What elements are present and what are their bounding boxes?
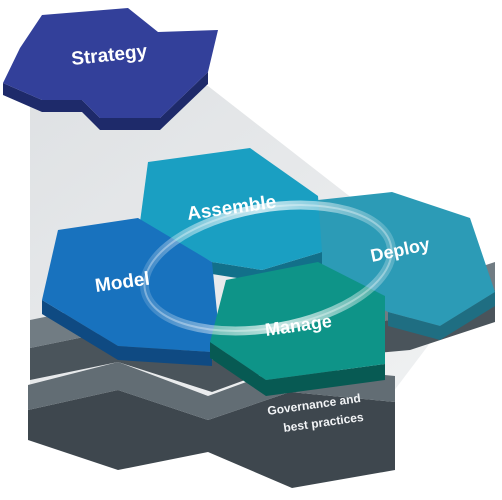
strategy-block: Strategy: [3, 8, 218, 130]
strategy-block-side: [3, 72, 208, 130]
assemble-hex-side: [212, 252, 322, 282]
lifecycle-ring-highlight: [143, 204, 393, 332]
assemble-hex-top: [140, 148, 322, 270]
model-hex-side: [42, 300, 212, 366]
deploy-hex-side: [388, 292, 495, 340]
lifecycle-ring: [139, 200, 397, 336]
base-lower-slab: [28, 390, 395, 488]
strategy-block-top: [3, 8, 218, 118]
base-upper-slab: [30, 290, 495, 392]
manage-hex-side: [210, 342, 385, 396]
